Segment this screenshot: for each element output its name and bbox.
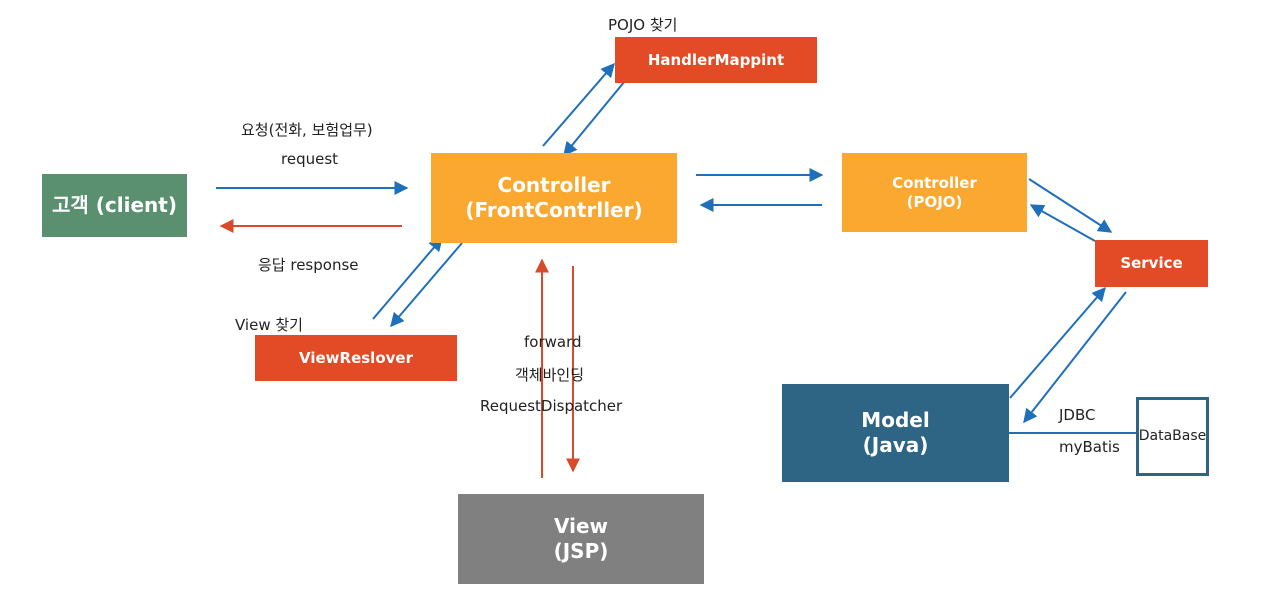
database-box: DataBase — [1136, 397, 1209, 476]
request-label: request — [281, 150, 339, 168]
from-view-resolver-arrow — [372, 236, 443, 320]
pojo-controller-title: Controller — [892, 173, 977, 192]
mybatis-label: myBatis — [1059, 438, 1120, 456]
to-view-resolver-arrow — [390, 242, 463, 328]
forward-label: forward — [524, 333, 582, 351]
handler-mapping-box: HandlerMappint — [615, 37, 817, 83]
view-resolver-label: ViewReslover — [299, 348, 413, 367]
jdbc-label: JDBC — [1059, 406, 1096, 424]
model-subtitle: (Java) — [862, 433, 929, 457]
front-controller-subtitle: (FrontContrller) — [465, 198, 643, 222]
view-subtitle: (JSP) — [553, 539, 609, 563]
view-find-label: View 찾기 — [235, 316, 303, 334]
front-controller-title: Controller — [497, 173, 611, 197]
model-box: Model (Java) — [782, 384, 1009, 482]
to-handler-mapping-arrow — [542, 62, 615, 147]
front-controller-box: Controller (FrontContrller) — [431, 153, 677, 243]
to-service-from-model-arrow — [1009, 286, 1106, 399]
view-title: View — [553, 514, 609, 538]
client-label: 고객 (client) — [52, 193, 177, 217]
to-model-arrow — [1023, 291, 1127, 424]
service-box: Service — [1095, 240, 1208, 287]
from-service-arrow — [1029, 204, 1096, 242]
to-service-arrow — [1028, 178, 1113, 233]
request-dispatcher-label: RequestDispatcher — [480, 397, 623, 415]
client-box: 고객 (client) — [42, 174, 187, 237]
from-handler-mapping-arrow — [563, 69, 635, 157]
service-label: Service — [1120, 254, 1183, 273]
view-box: View (JSP) — [458, 494, 704, 584]
pojo-controller-box: Controller (POJO) — [842, 153, 1027, 232]
pojo-find-label: POJO 찾기 — [608, 16, 678, 34]
pojo-controller-subtitle: (POJO) — [906, 192, 963, 211]
object-binding-label: 객체바인딩 — [515, 366, 585, 384]
model-title: Model — [861, 408, 930, 432]
response-label: 응답 response — [258, 256, 359, 274]
database-label: DataBase — [1138, 427, 1207, 444]
view-resolver-box: ViewReslover — [255, 335, 457, 381]
request-korean-label: 요청(전화, 보험업무) — [241, 121, 373, 139]
handler-mapping-label: HandlerMappint — [647, 50, 785, 69]
